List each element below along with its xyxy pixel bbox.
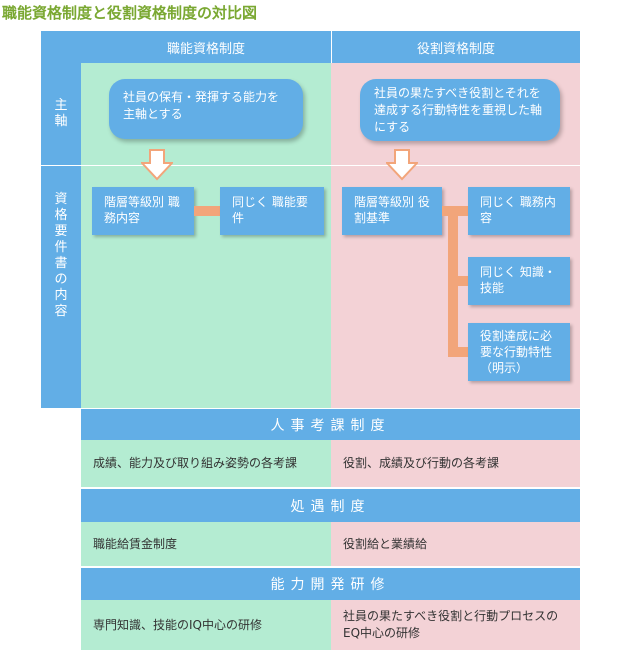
down-arrow-left-icon: [141, 149, 173, 181]
row-divider: [41, 165, 81, 166]
right-box-behavior: 役割達成に必要な行動特性 （明示）: [468, 323, 570, 381]
evaluation-left: 成績、能力及び取り組み姿勢の各考課: [81, 440, 331, 487]
corner-cell: [41, 31, 81, 63]
right-box-knowledge: 同じく 知識・技能: [468, 257, 570, 305]
panel-divider: [81, 165, 580, 166]
right-connector-middle: [448, 276, 468, 286]
section-title-training: 能力開発研修: [81, 568, 580, 600]
row-label-contents-text: 資格要件書の内容: [54, 192, 68, 319]
down-arrow-right-icon: [386, 149, 418, 181]
section-title-evaluation: 人事考課制度: [81, 409, 580, 440]
header-divider: [331, 33, 332, 61]
column-header-left: 職能資格制度: [81, 31, 331, 63]
evaluation-right: 役割、成績及び行動の各考課: [331, 440, 580, 487]
column-header-right: 役割資格制度: [332, 31, 580, 63]
section-title-compensation: 処遇制度: [81, 489, 580, 522]
row-label-contents: 資格要件書の内容: [41, 166, 81, 408]
right-connector-bottom: [448, 347, 468, 357]
left-box-requirements: 同じく 職能要件: [220, 187, 324, 235]
compensation-left: 職能給賃金制度: [81, 522, 331, 566]
page-title: 職能資格制度と役割資格制度の対比図: [2, 4, 258, 22]
training-right: 社員の果たすべき役割と行動プロセスのEQ中心の研修: [331, 600, 580, 650]
row-label-axis: 主軸: [41, 63, 81, 165]
left-box-duties: 階層等級別 職務内容: [92, 187, 194, 235]
axis-bubble-left: 社員の保有・発揮する能力を主軸とする: [109, 79, 303, 139]
row-label-axis-text: 主軸: [54, 98, 68, 129]
axis-bubble-right: 社員の果たすべき役割とそれを達成する行動特性を重視した軸にする: [360, 79, 560, 141]
compensation-right: 役割給と業績給: [331, 522, 580, 566]
training-left: 専門知識、技能のIQ中心の研修: [81, 600, 331, 650]
right-box-role-standard: 階層等級別 役割基準: [342, 187, 442, 235]
right-box-duties: 同じく 職務内容: [468, 187, 570, 235]
left-connector: [194, 206, 220, 216]
